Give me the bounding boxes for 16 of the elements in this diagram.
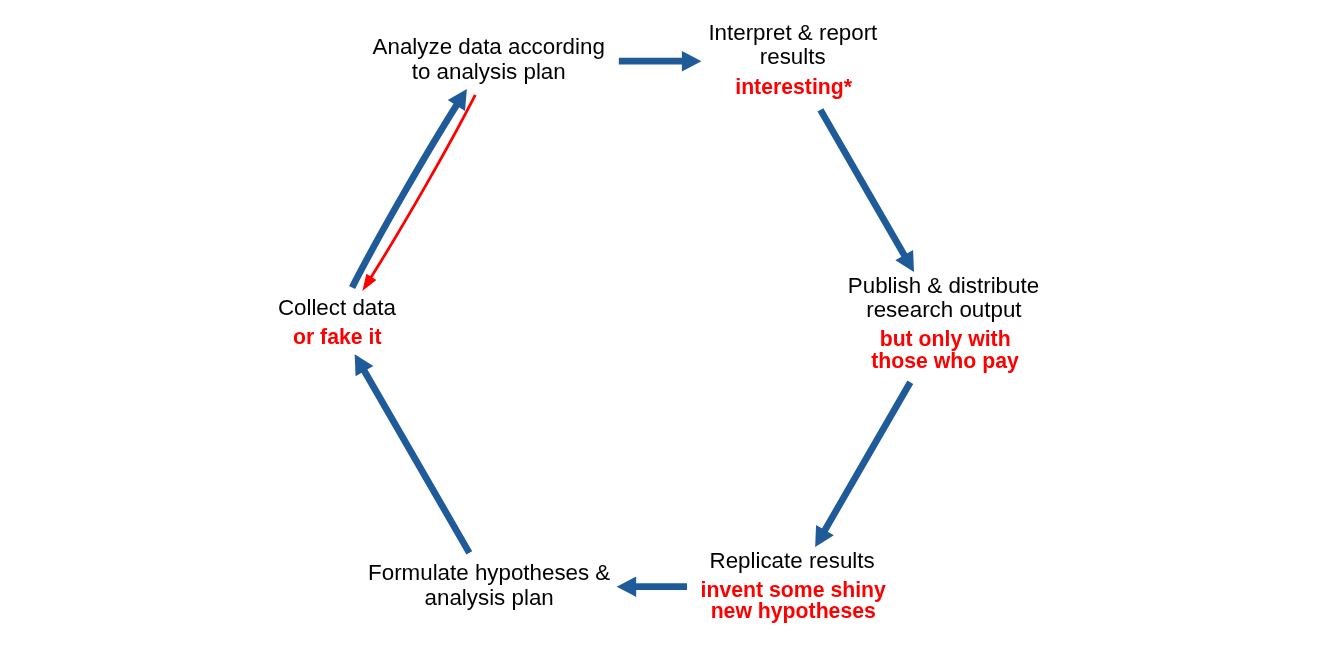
arrow: [362, 94, 477, 291]
node-label: but only with those who pay: [871, 327, 1019, 373]
node-text: Interpret & report results: [708, 19, 878, 70]
node-text: Publish & distribute research output: [847, 272, 1040, 323]
arrow: [815, 380, 914, 547]
arrow: [349, 89, 467, 289]
node-text: Collect data: [277, 294, 396, 320]
node-text: Analyze data according to analysis plan: [372, 34, 605, 85]
node-label: interesting*: [735, 74, 853, 99]
node-label: invent some shiny new hypotheses: [700, 577, 886, 624]
node-text: Replicate results: [709, 547, 875, 573]
node-text: Formulate hypotheses & analysis plan: [368, 559, 611, 610]
node-label: or fake it: [292, 325, 382, 350]
arrow: [618, 50, 702, 72]
arrow: [817, 108, 914, 272]
arrow: [354, 354, 473, 555]
